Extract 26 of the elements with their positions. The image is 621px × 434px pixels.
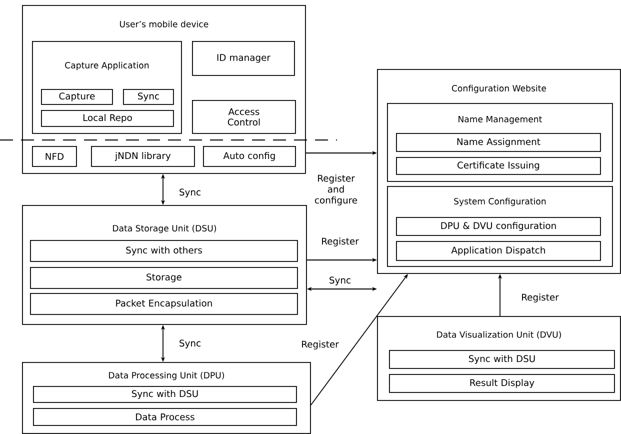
component-box: Sync with others [30,240,298,262]
component-box: Local Repo [41,110,174,127]
edge-label: Sync [178,188,202,198]
component-box: ID manager [192,41,295,76]
component-box: Sync [123,89,174,105]
edge-label: Register and configure [310,174,362,206]
component-box: Access Control [192,100,296,134]
edge-label: Register [300,340,340,350]
component-box: DPU & DVU configuration [396,217,601,236]
component-box: Sync with DSU [389,350,615,369]
edge-label: Register [320,236,360,248]
component-box: Name Assignment [396,133,601,152]
component-box: Capture [41,89,113,105]
component-box: Application Dispatch [396,241,601,261]
edge-label: Register [520,292,560,304]
component-box: Packet Encapsulation [30,293,298,315]
component-box: Data Process [33,408,297,426]
component-box: NFD [32,146,77,167]
component-box: Sync with DSU [33,386,297,403]
component-box: Certificate Issuing [396,157,601,175]
component-box: Result Display [389,374,615,393]
component-box: Storage [30,267,298,289]
component-box: jNDN library [91,146,195,167]
edge-label: Sync [178,338,202,350]
component-box: Auto config [203,146,296,167]
edge-label: Sync [328,276,352,286]
